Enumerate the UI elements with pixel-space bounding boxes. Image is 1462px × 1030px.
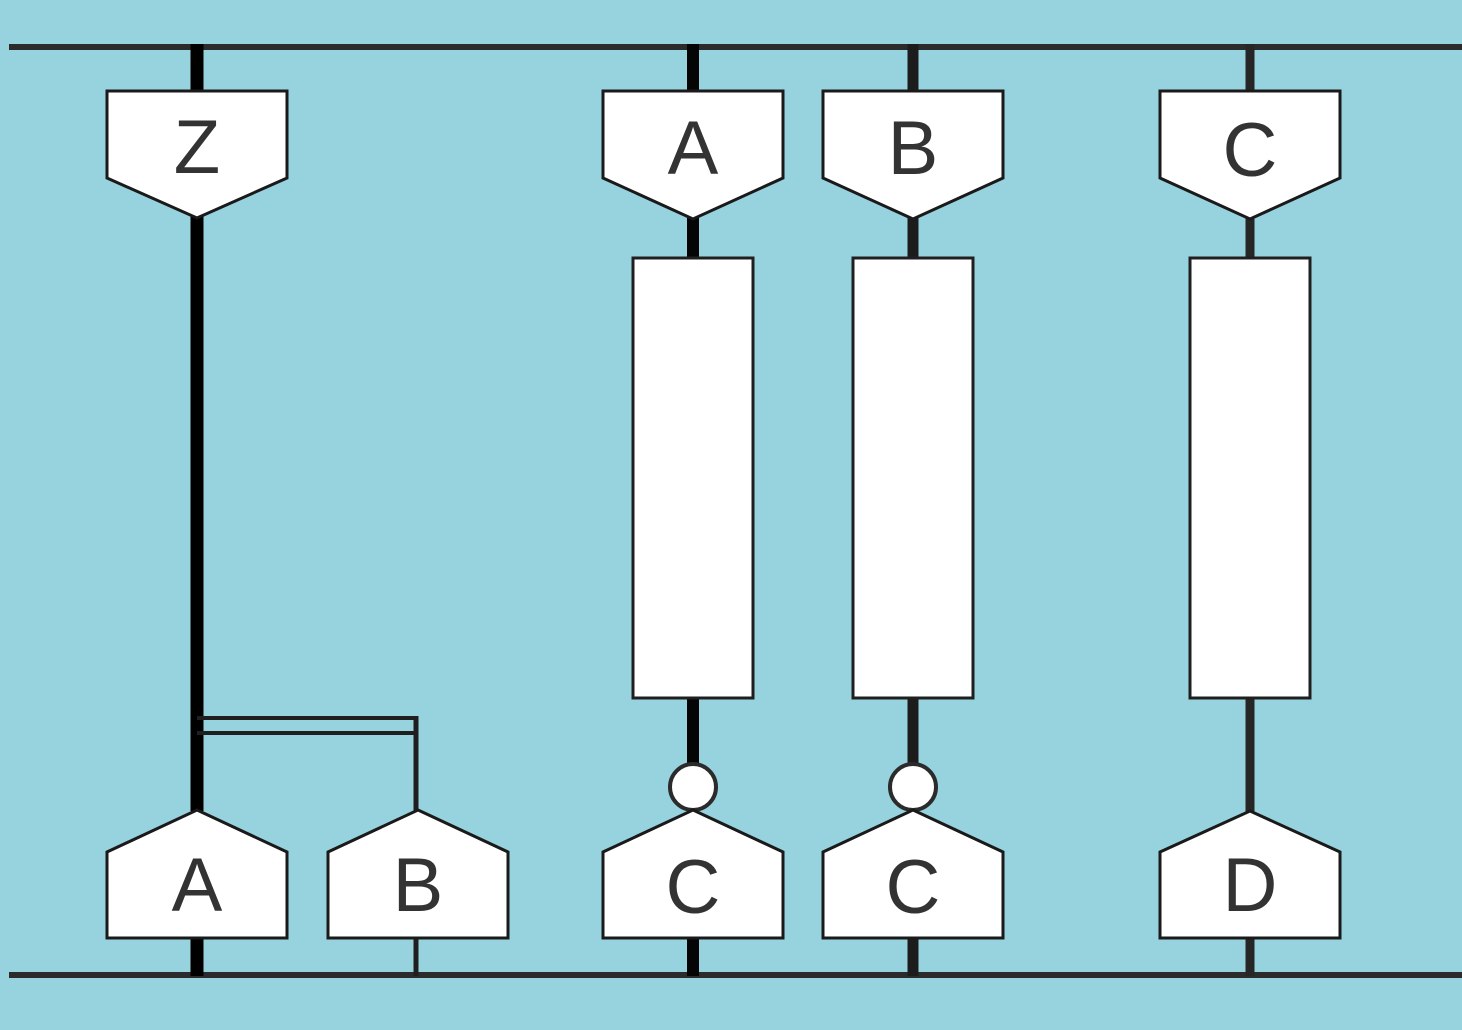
bottom-tag-shape-d	[1158, 809, 1342, 940]
bottom-tag-label-b: B	[393, 843, 444, 928]
pipe-rectangle-c	[1188, 256, 1312, 700]
top-tag-label-z: Z	[174, 105, 220, 190]
bottom-tag-shape-a	[105, 808, 289, 940]
top-tag-shape-c	[1158, 89, 1342, 221]
column-a: A C	[601, 44, 785, 976]
bottom-tag-label-d: D	[1223, 843, 1278, 928]
column-z: Z A B	[105, 44, 510, 976]
bottom-tag-shape-b	[326, 808, 510, 940]
column-b: B C	[821, 44, 1005, 976]
pipe-rectangle-a	[631, 256, 755, 700]
bottom-tag-label-c1: C	[666, 845, 721, 930]
top-tag-shape-b	[821, 89, 1005, 221]
column-c: C D	[1158, 44, 1342, 976]
top-tag-label-b: B	[888, 106, 939, 191]
top-tag-shape-a	[601, 89, 785, 221]
bottom-tag-shape-c2	[821, 808, 1005, 940]
top-tag-shape-z	[105, 89, 289, 220]
bottom-tag-label-c2: C	[886, 845, 941, 930]
junction-circle-a	[668, 762, 718, 812]
bottom-tag-shape-c1	[601, 808, 785, 940]
junction-circle-b	[888, 762, 938, 812]
top-tag-label-a: A	[668, 106, 719, 191]
top-tag-label-c: C	[1223, 108, 1278, 193]
bottom-tag-label-a: A	[172, 843, 223, 928]
pipe-rectangle-b	[851, 256, 975, 700]
